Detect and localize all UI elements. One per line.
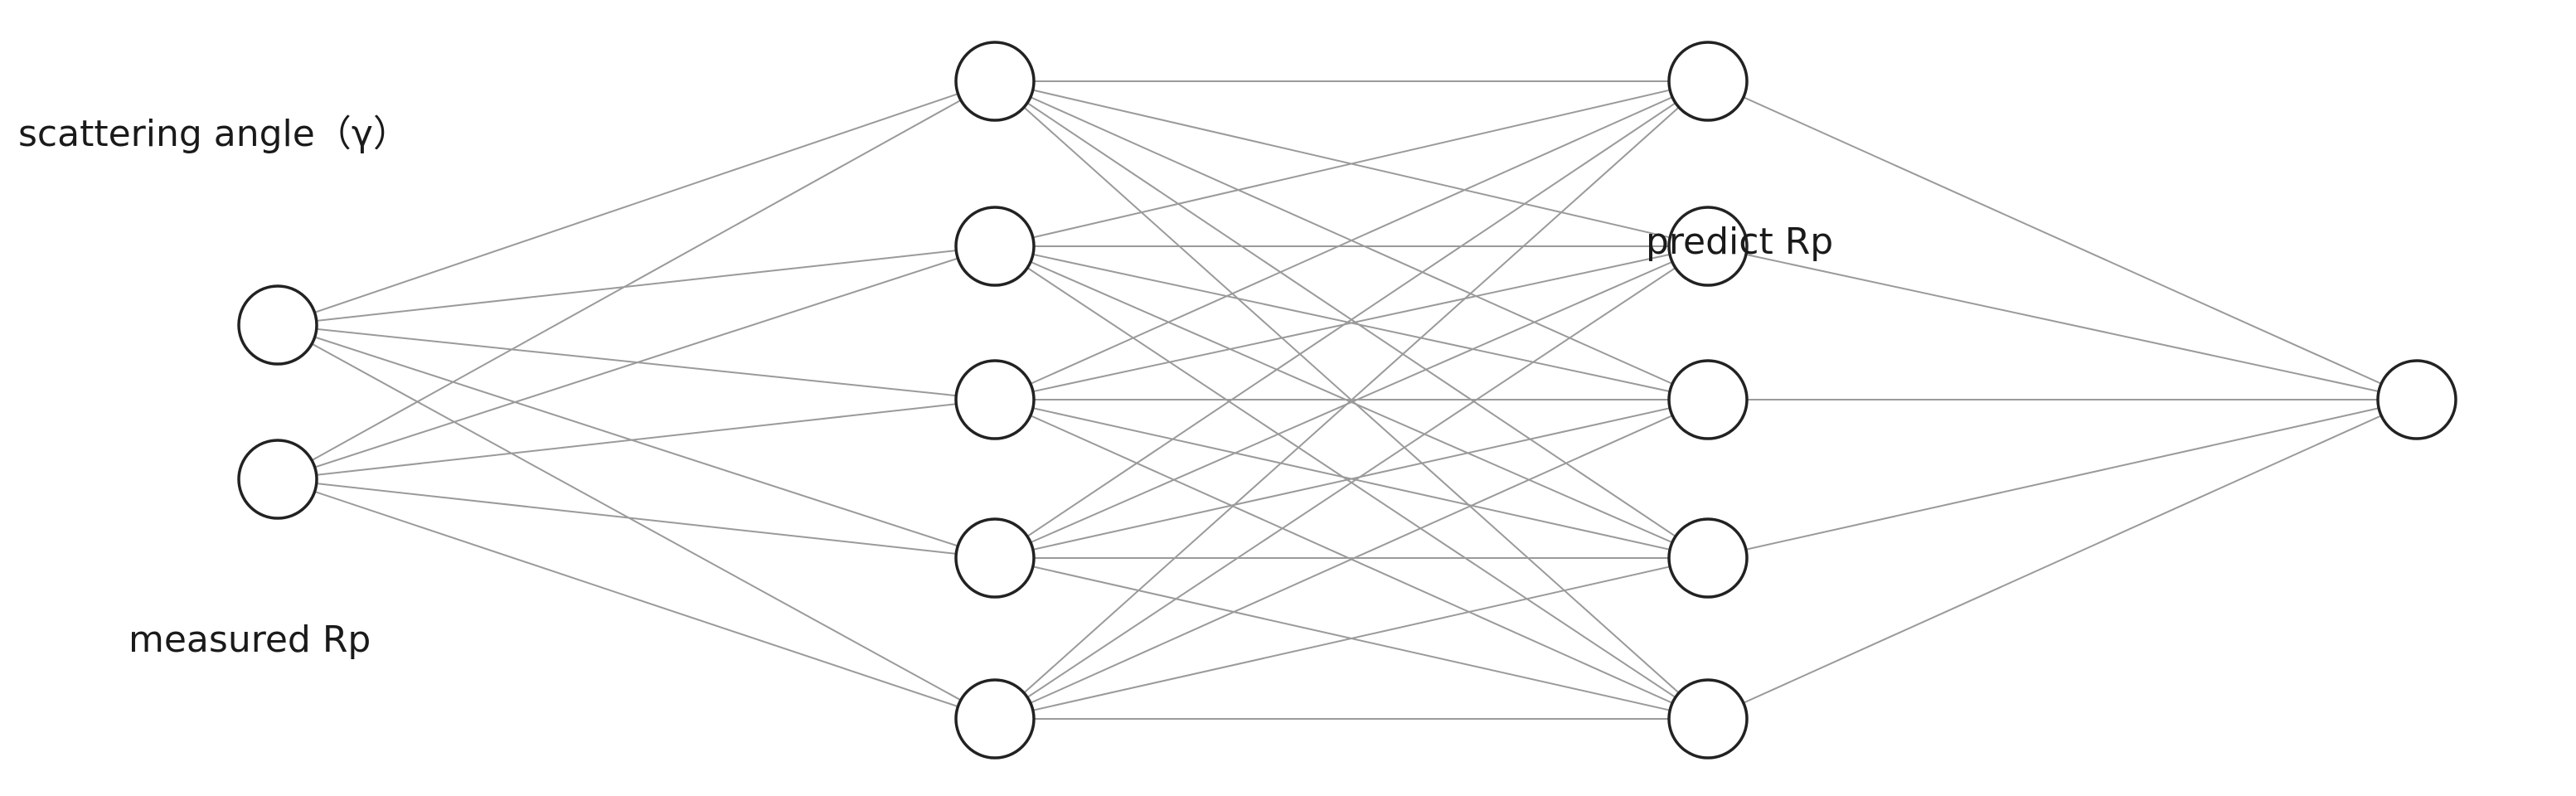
edge-hidden-2-1-to-output-1 [1707, 80, 2418, 400]
edge-input-1-to-hidden-1-2 [277, 245, 996, 326]
hidden-1-node-1 [954, 41, 1036, 122]
connection-lines [277, 80, 2418, 720]
hidden-1-node-4 [954, 517, 1036, 599]
edge-hidden-1-5-to-hidden-2-1 [994, 80, 1709, 720]
edge-hidden-1-3-to-hidden-2-1 [994, 80, 1709, 400]
network-nodes [237, 41, 2457, 760]
edge-input-2-to-hidden-1-1 [277, 80, 996, 480]
edge-hidden-1-2-to-hidden-2-1 [994, 80, 1709, 247]
edge-hidden-1-5-to-hidden-2-3 [994, 399, 1709, 720]
edge-input-2-to-hidden-1-4 [277, 478, 996, 559]
hidden-2-node-2 [1667, 206, 1749, 287]
input-node-1 [237, 284, 318, 366]
edge-input-2-to-hidden-1-5 [277, 478, 996, 720]
edge-hidden-1-5-to-hidden-2-4 [994, 557, 1709, 720]
hidden-1-node-5 [954, 678, 1036, 760]
edge-hidden-1-4-to-hidden-2-2 [994, 245, 1709, 559]
edge-hidden-1-5-to-hidden-2-2 [994, 245, 1709, 720]
hidden-2-node-1 [1667, 41, 1749, 122]
edge-input-2-to-hidden-1-2 [277, 245, 996, 480]
edge-hidden-2-2-to-output-1 [1707, 245, 2418, 400]
edge-hidden-2-5-to-output-1 [1707, 399, 2418, 720]
hidden-1-node-3 [954, 359, 1036, 440]
input-label-scattering-angle: scattering angle（γ） [18, 113, 410, 155]
edge-hidden-1-3-to-hidden-2-2 [994, 245, 1709, 400]
output-node-1 [2376, 359, 2457, 440]
edge-input-2-to-hidden-1-3 [277, 399, 996, 480]
edge-hidden-1-4-to-hidden-2-3 [994, 399, 1709, 559]
output-label-predict-rp: predict Rp [1646, 221, 1834, 263]
input-label-measured-rp: measured Rp [129, 619, 371, 661]
hidden-1-node-2 [954, 206, 1036, 287]
edge-input-1-to-hidden-1-4 [277, 324, 996, 559]
input-node-2 [237, 439, 318, 520]
edge-hidden-2-4-to-output-1 [1707, 399, 2418, 559]
edge-hidden-1-4-to-hidden-2-1 [994, 80, 1709, 559]
hidden-2-node-5 [1667, 678, 1749, 760]
hidden-2-node-3 [1667, 359, 1749, 440]
hidden-2-node-4 [1667, 517, 1749, 599]
edge-input-1-to-hidden-1-5 [277, 324, 996, 720]
edge-input-1-to-hidden-1-1 [277, 80, 996, 326]
